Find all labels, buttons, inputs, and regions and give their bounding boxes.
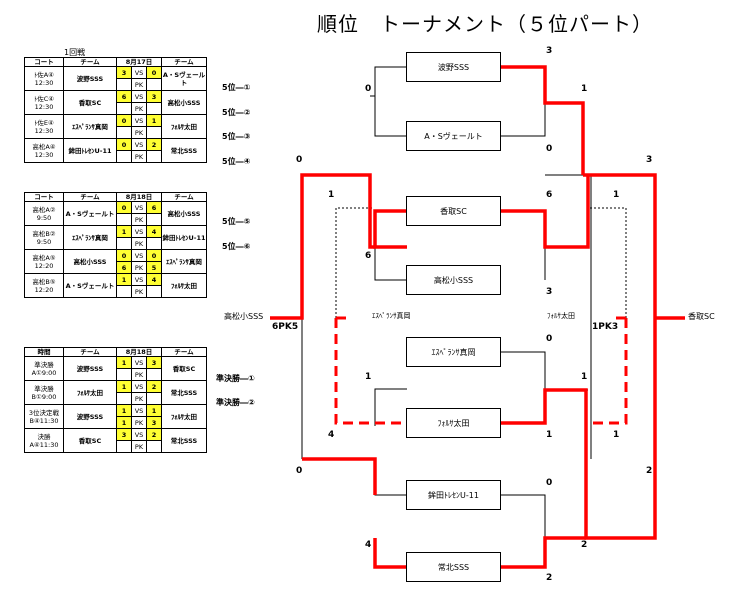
score-cell: 2: [145, 380, 163, 393]
left-end-team: 高松小SSS: [224, 312, 264, 321]
team-cell: 香取SC: [63, 90, 117, 115]
team-cell: ﾌｫﾙｻ太田: [63, 380, 117, 405]
team-cell: 常北SSS: [161, 138, 208, 163]
score-cell: 3: [145, 356, 163, 369]
team-cell: ﾌｫﾙｻ太田: [161, 404, 208, 429]
round1-label: 1回戦: [64, 48, 86, 57]
match-label-5-3: 5位―③: [222, 132, 251, 141]
score-label: 0: [546, 478, 553, 488]
score-label: 2: [546, 573, 553, 583]
pk-score-cell: [145, 285, 163, 298]
pk-score-cell: 5: [145, 261, 163, 274]
pk-score-cell: [145, 150, 163, 163]
team-cell: ｴｽﾍﾟﾗﾝｻ真岡: [63, 225, 117, 250]
score-label: 6: [365, 251, 372, 261]
score-label: 6: [546, 190, 553, 200]
score-cell: 0: [116, 201, 132, 214]
team-cell: ｴｽﾍﾟﾗﾝｻ真岡: [161, 249, 208, 274]
score-label: 1: [581, 84, 588, 94]
bracket-team-box: ﾌｫﾙｻ太田: [406, 408, 501, 438]
team-cell: A・Sヴェールト: [161, 66, 208, 91]
team-cell: ｴｽﾍﾟﾗﾝｻ真岡: [63, 114, 117, 139]
team-cell: 高松小SSS: [63, 249, 117, 274]
score-label: 3: [546, 46, 553, 56]
score-label: 0: [365, 84, 372, 94]
team-cell: 常北SSS: [161, 380, 208, 405]
right-end-team: 香取SC: [688, 312, 715, 321]
bracket-team-box: 鉾田ﾄﾚｾﾝU-11: [406, 480, 501, 510]
pk-result-left: 6PK5: [272, 322, 299, 332]
page-title: 順位 トーナメント（５位パート）: [317, 12, 653, 36]
center-left-team: ｴｽﾍﾟﾗﾝｻ真岡: [372, 312, 411, 320]
score-label: 2: [646, 466, 653, 476]
pk-score-cell: 6: [116, 261, 132, 274]
bracket-team-box: 香取SC: [406, 196, 501, 226]
score-cell: 0: [145, 66, 163, 79]
match-label-semi-1: 準決勝―①: [216, 374, 255, 383]
match-label-5-4: 5位―④: [222, 157, 251, 166]
score-label: 1: [613, 430, 620, 440]
team-cell: 常北SSS: [161, 428, 208, 453]
score-label: 0: [546, 334, 553, 344]
score-label: 0: [546, 144, 553, 154]
pk-score-cell: 3: [145, 416, 163, 429]
bracket-team-box: 波野SSS: [406, 52, 501, 82]
team-cell: 香取SC: [63, 428, 117, 453]
score-cell: 4: [145, 273, 163, 286]
bracket-team-box: A・Sヴェールト: [406, 121, 501, 151]
score-cell: 1: [145, 404, 163, 417]
match-label-semi-2: 準決勝―②: [216, 398, 255, 407]
score-label: 4: [365, 540, 372, 550]
score-label: 1: [613, 190, 620, 200]
bracket-team-box: 常北SSS: [406, 552, 501, 582]
score-label: 1: [581, 372, 588, 382]
match-label-5-5: 5位―⑤: [222, 217, 251, 226]
score-cell: 6: [145, 201, 163, 214]
pk-score-cell: [145, 440, 163, 453]
team-cell: 香取SC: [161, 356, 208, 381]
center-right-team: ﾌｫﾙｻ太田: [547, 312, 575, 320]
score-label: 2: [581, 540, 588, 550]
bracket-team-box: 高松小SSS: [406, 265, 501, 295]
match-label-5-2: 5位―②: [222, 108, 251, 117]
score-label: 0: [296, 155, 303, 165]
score-cell: 1: [116, 380, 132, 393]
team-cell: ﾌｫﾙｻ太田: [161, 273, 208, 298]
pk-result-right: 1PK3: [592, 322, 619, 332]
team-cell: 鉾田ﾄﾚｾﾝU-11: [63, 138, 117, 163]
score-label: 1: [365, 372, 372, 382]
team-cell: A・Sヴェールト: [63, 273, 117, 298]
match-label-5-1: 5位―①: [222, 83, 251, 92]
team-cell: 波野SSS: [63, 66, 117, 91]
score-label: 1: [546, 430, 553, 440]
score-label: 3: [546, 287, 553, 297]
score-cell: 2: [145, 428, 163, 441]
pk-cell: PK: [131, 285, 147, 298]
score-label: 4: [328, 430, 335, 440]
score-label: 0: [296, 466, 303, 476]
match-label-5-6: 5位―⑥: [222, 242, 251, 251]
team-cell: 波野SSS: [63, 404, 117, 429]
score-label: 1: [328, 190, 335, 200]
score-label: 3: [646, 155, 653, 165]
bracket-team-box: ｴｽﾍﾟﾗﾝｻ真岡: [406, 337, 501, 367]
